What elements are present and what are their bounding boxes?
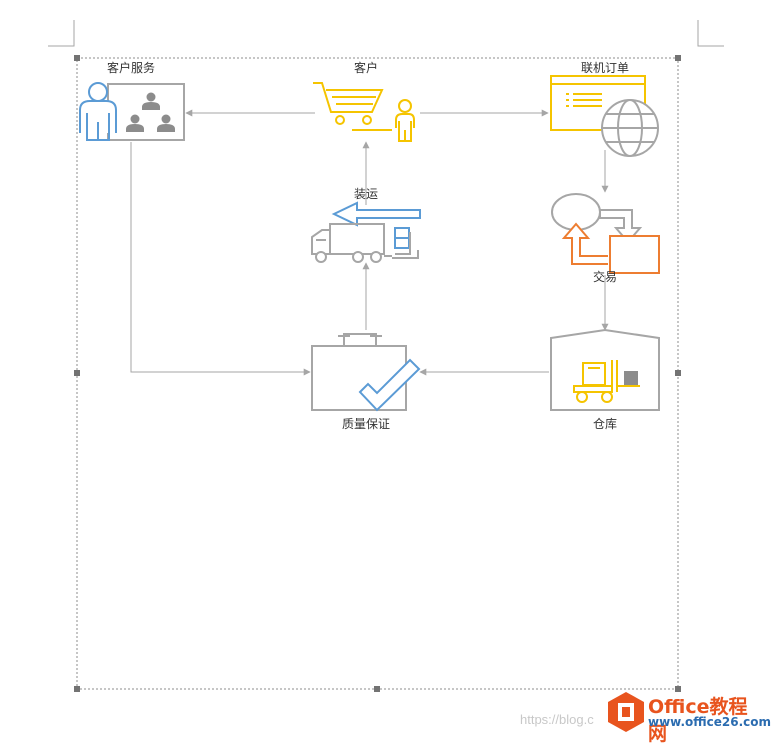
office26-logo: Office教程网 www.office26.com (606, 690, 771, 745)
connectors (130, 109, 609, 376)
logo-url-text: www.office26.com (648, 715, 771, 729)
quality-assurance-icon[interactable] (311, 333, 421, 412)
warehouse-icon[interactable] (550, 328, 660, 411)
resize-handle-middle-left[interactable] (74, 370, 80, 376)
customer-service-icon[interactable] (79, 82, 185, 141)
resize-handle-bottom-right[interactable] (675, 686, 681, 692)
label-customer: 客户 (353, 61, 379, 75)
resize-handle-top-right[interactable] (675, 55, 681, 61)
resize-handle-bottom-center[interactable] (374, 686, 380, 692)
resize-handle-bottom-left[interactable] (74, 686, 80, 692)
label-online-order: 联机订单 (580, 61, 630, 75)
label-customer-service: 客户服务 (106, 61, 156, 75)
shipping-truck-icon[interactable] (311, 201, 421, 263)
office-logo-icon (608, 692, 644, 732)
label-quality-assurance: 质量保证 (341, 417, 391, 431)
resize-handle-top-left[interactable] (74, 55, 80, 61)
label-transaction: 交易 (592, 270, 618, 284)
page-corner-marks (48, 20, 724, 47)
edge-service-to-quality (130, 142, 311, 376)
transaction-icon[interactable] (551, 193, 660, 274)
resize-handle-middle-right[interactable] (675, 370, 681, 376)
customer-cart-icon[interactable] (313, 82, 415, 142)
label-shipping: 装运 (353, 187, 379, 201)
label-warehouse: 仓库 (592, 417, 618, 431)
online-order-icon[interactable] (550, 75, 659, 157)
watermark-text: https://blog.c (520, 712, 594, 727)
resize-handles[interactable] (74, 55, 681, 692)
